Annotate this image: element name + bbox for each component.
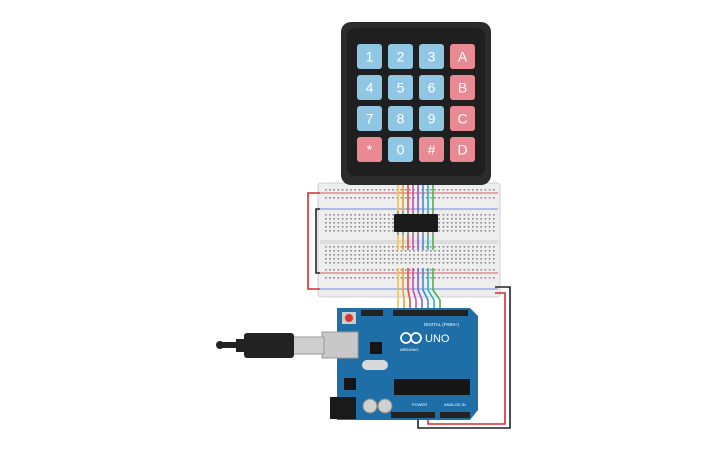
keypad-key-label: 5 [397, 80, 405, 96]
keypad-key-*[interactable]: * [357, 137, 382, 162]
keypad-key-5[interactable]: 5 [388, 75, 413, 100]
arduino-wire [402, 268, 405, 312]
keypad-key-label: B [458, 80, 467, 96]
board-model-label: UNO [425, 333, 450, 345]
keypad-key-label: 8 [397, 111, 405, 127]
keypad-key-4[interactable]: 4 [357, 75, 382, 100]
keypad-key-label: C [457, 111, 467, 127]
keypad: 1 2 3 A 4 5 6 B 7 8 9 C * 0 # D [341, 22, 491, 185]
rail-jumper-black [315, 208, 320, 274]
keypad-key-#[interactable]: # [419, 137, 444, 162]
keypad-key-D[interactable]: D [450, 137, 475, 162]
keypad-key-label: 0 [397, 142, 405, 158]
arduino-logo-icon [400, 332, 422, 344]
analog-label: ANALOG IN [444, 402, 466, 407]
keypad-key-label: 3 [428, 49, 436, 65]
keypad-key-label: # [428, 142, 436, 158]
keypad-key-1[interactable]: 1 [357, 44, 382, 69]
breadboard-holes [325, 189, 495, 279]
arduino-wire [432, 268, 441, 312]
board-brand-label: ARDUINO [400, 347, 418, 352]
ic-chip [394, 211, 438, 235]
jumper-wires [307, 183, 511, 429]
breadboard [317, 182, 501, 298]
keypad-key-C[interactable]: C [450, 106, 475, 131]
digital-label: DIGITAL (PWM~) [424, 322, 459, 327]
keypad-key-A[interactable]: A [450, 44, 475, 69]
arduino-wire [417, 268, 423, 312]
rail-jumper-red [307, 192, 320, 290]
keypad-key-3[interactable]: 3 [419, 44, 444, 69]
atmega-chip [394, 379, 470, 395]
keypad-key-7[interactable]: 7 [357, 106, 382, 131]
reset-button-cap [345, 314, 353, 322]
keypad-key-9[interactable]: 9 [419, 106, 444, 131]
keypad-key-6[interactable]: 6 [419, 75, 444, 100]
arduino-wire [427, 268, 435, 312]
keypad-key-label: 1 [366, 49, 374, 65]
arduino-wire [407, 268, 411, 312]
vcc-wire [427, 292, 506, 425]
usb-cable [216, 333, 325, 358]
keypad-key-label: 2 [397, 49, 405, 65]
keypad-key-8[interactable]: 8 [388, 106, 413, 131]
power-label: POWER [412, 402, 427, 407]
keypad-key-B[interactable]: B [450, 75, 475, 100]
keypad-key-label: 7 [366, 111, 374, 127]
arduino-uno-board: UNO ARDUINO DIGITAL (PWM~) POWER ANALOG … [321, 308, 478, 420]
keypad-key-label: 9 [428, 111, 436, 127]
keypad-key-label: A [458, 49, 468, 65]
arduino-wire [422, 268, 429, 312]
keypad-key-label: 6 [428, 80, 436, 96]
keypad-key-label: D [457, 142, 467, 158]
keypad-key-0[interactable]: 0 [388, 137, 413, 162]
gnd-wire [417, 286, 511, 429]
arduino-wire [412, 268, 417, 312]
keypad-key-label: 4 [366, 80, 374, 96]
keypad-key-label: * [367, 142, 373, 158]
keypad-key-2[interactable]: 2 [388, 44, 413, 69]
